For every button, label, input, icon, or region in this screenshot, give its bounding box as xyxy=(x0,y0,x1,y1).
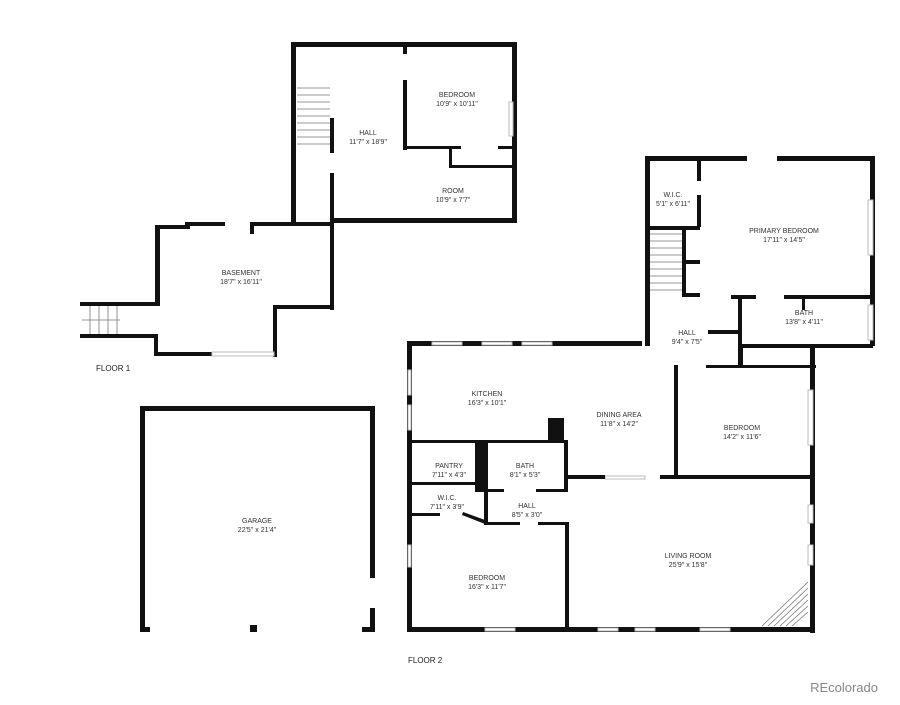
room-dims: 16'3" x 11'7" xyxy=(468,584,506,591)
room-name: HALL xyxy=(359,130,377,137)
watermark: REcolorado xyxy=(810,680,878,695)
room-dims: 22'5" x 21'4" xyxy=(237,527,277,534)
garage-walls xyxy=(140,406,375,632)
room-dims: 7'11" x 4'3" xyxy=(432,472,466,479)
room-name: W.I.C. xyxy=(437,495,457,502)
floor1-walls xyxy=(80,42,517,357)
room-label-basement: BASEMENT 18'7" x 16'11" xyxy=(220,269,262,287)
room-dims: 8'5" x 3'0" xyxy=(511,512,543,519)
room-label-hall-lower: HALL 8'5" x 3'0" xyxy=(512,502,543,520)
room-name: PRIMARY BEDROOM xyxy=(749,228,819,235)
floor2-walls xyxy=(407,156,875,633)
room-name: BATH xyxy=(794,310,814,317)
room-dims: 8'1" x 5'3" xyxy=(509,472,541,479)
room-label-dining-area: DINING AREA 11'8" x 14'2" xyxy=(596,411,641,429)
room-name: HALL xyxy=(518,503,536,510)
room-label-primary-bedroom: PRIMARY BEDROOM 17'11" x 14'5" xyxy=(749,227,819,245)
room-label-wic-bedroom: W.I.C. 7'11" x 3'9" xyxy=(430,494,464,512)
room-name: BEDROOM xyxy=(438,92,476,99)
room-name: ROOM xyxy=(442,188,464,195)
floor1-label: FLOOR 1 xyxy=(96,364,131,373)
room-name: PANTRY xyxy=(435,463,463,470)
room-dims: 16'3" x 10'1" xyxy=(467,400,507,407)
room-name: BEDROOM xyxy=(468,575,506,582)
room-name: BASEMENT xyxy=(221,270,261,277)
room-name: BATH xyxy=(515,463,535,470)
room-dims: 10'9" x 7'7" xyxy=(435,197,471,204)
room-label-kitchen: KITCHEN 16'3" x 10'1" xyxy=(468,390,506,408)
room-name: DINING AREA xyxy=(596,412,642,419)
room-dims: 9'4" x 7'5" xyxy=(671,339,703,346)
room-label-garage: GARAGE 22'5" x 21'4" xyxy=(238,517,276,535)
room-dims: 17'11" x 14'5" xyxy=(763,237,805,244)
room-label-bedroom-f1: BEDROOM 10'9" x 10'11" xyxy=(436,91,478,109)
room-label-hall-f1: HALL 11'7" x 18'9" xyxy=(349,129,387,147)
room-label-hall-upper: HALL 9'4" x 7'5" xyxy=(672,329,703,347)
room-label-bedroom-east: BEDROOM 14'2" x 11'6" xyxy=(723,424,761,442)
room-label-living-room: LIVING ROOM 25'9" x 15'8" xyxy=(665,552,712,570)
room-dims: 10'9" x 10'11" xyxy=(436,101,478,108)
room-dims: 25'9" x 15'8" xyxy=(668,562,708,569)
room-dims: 5'1" x 6'11" xyxy=(656,201,690,208)
room-dims: 11'8" x 14'2" xyxy=(600,421,638,428)
room-name: W.I.C. xyxy=(663,192,683,199)
room-dims: 13'8" x 4'11" xyxy=(785,319,823,326)
room-name: HALL xyxy=(678,330,696,337)
room-name: LIVING ROOM xyxy=(664,553,712,560)
room-label-bath-hall: BATH 8'1" x 5'3" xyxy=(510,462,541,480)
room-label-wic-primary: W.I.C. 5'1" x 6'11" xyxy=(656,191,690,209)
floor2-label: FLOOR 2 xyxy=(408,656,443,665)
room-dims: 14'2" x 11'6" xyxy=(723,434,761,441)
room-dims: 11'7" x 18'9" xyxy=(349,139,387,146)
room-name: KITCHEN xyxy=(471,391,503,398)
room-label-pantry: PANTRY 7'11" x 4'3" xyxy=(432,462,466,480)
room-name: BEDROOM xyxy=(723,425,761,432)
room-label-bedroom-west: BEDROOM 16'3" x 11'7" xyxy=(468,574,506,592)
room-name: GARAGE xyxy=(242,518,272,525)
fireplace-stairs-icon xyxy=(761,581,809,627)
room-label-room-f1: ROOM 10'9" x 7'7" xyxy=(436,187,471,205)
room-label-bath-primary: BATH 13'8" x 4'11" xyxy=(785,309,823,327)
floor1-stairs-icon xyxy=(82,87,330,334)
room-dims: 7'11" x 3'9" xyxy=(430,504,464,511)
room-dims: 18'7" x 16'11" xyxy=(220,279,262,286)
floor2-stairs-icon xyxy=(650,233,682,291)
